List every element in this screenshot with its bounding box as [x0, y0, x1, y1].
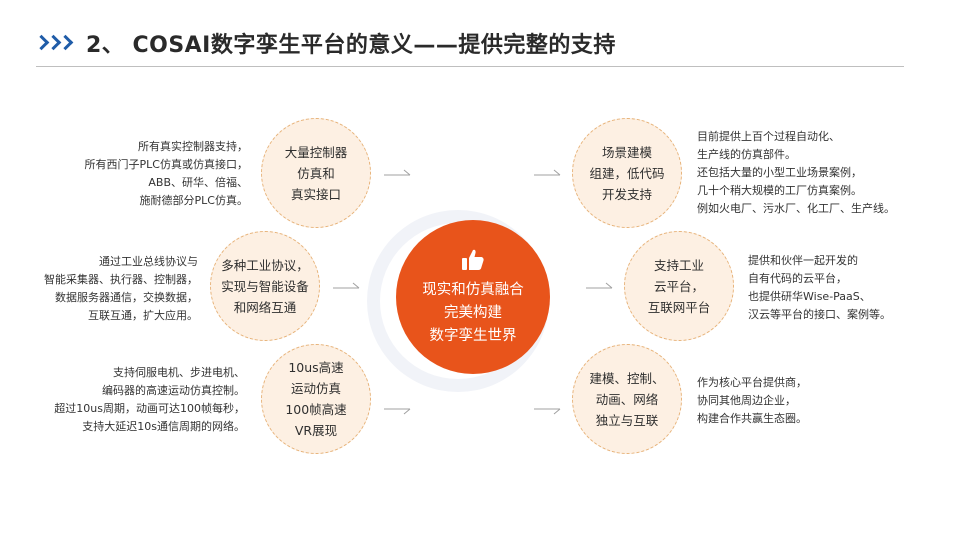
node-scene-modeling: 场景建模 组建，低代码 开发支持: [572, 118, 682, 228]
center-line-2: 完美构建: [444, 304, 502, 321]
slide-title: 2、 COSAI数字孪生平台的意义——提供完整的支持: [86, 33, 616, 58]
left-description-3: 支持伺服电机、步进电机、 编码器的高速运动仿真控制。 超过10us周期，动画可达…: [54, 366, 245, 433]
center-line-3: 数字孪生世界: [429, 327, 517, 344]
slide-header: 2、 COSAI数字孪生平台的意义——提供完整的支持: [36, 26, 616, 60]
left-description-1: 所有真实控制器支持， 所有西门子PLC仿真或仿真接口， ABB、研华、倍福、 施…: [84, 140, 248, 207]
right-description-3: 作为核心平台提供商， 协同其他周边企业， 构建合作共赢生态圈。: [697, 376, 807, 425]
center-line-1: 现实和仿真融合: [422, 281, 524, 298]
arrow-right-icon: [586, 282, 613, 289]
node-industrial-protocols: 多种工业协议， 实现与智能设备 和网络互通: [210, 231, 320, 341]
right-description-1: 目前提供上百个过程自动化、 生产线的仿真部件。 还包括大量的小型工业场景案例， …: [697, 130, 895, 215]
arrow-right-icon: [384, 408, 411, 415]
node-label: 支持工业 云平台， 互联网平台: [647, 257, 711, 315]
node-high-speed-motion: 10us高速 运动仿真 100帧高速 VR展现: [261, 344, 371, 454]
arrow-right-icon: [333, 282, 360, 289]
arrow-right-icon: [534, 169, 561, 176]
thumbs-up-icon: [462, 249, 484, 270]
node-controller-simulation: 大量控制器 仿真和 真实接口: [261, 118, 371, 228]
node-label: 10us高速 运动仿真 100帧高速 VR展现: [285, 360, 347, 438]
left-description-2: 通过工业总线协议与 智能采集器、执行器、控制器， 数据服务器通信，交换数据， 互…: [44, 255, 198, 322]
arrow-right-icon: [384, 169, 411, 176]
center-hub: 现实和仿真融合 完美构建 数字孪生世界: [396, 220, 550, 374]
node-cloud-platform: 支持工业 云平台， 互联网平台: [624, 231, 734, 341]
chevron-right-icon: [36, 36, 72, 50]
arrow-right-icon: [534, 408, 561, 415]
node-label: 场景建模 组建，低代码 开发支持: [589, 144, 665, 202]
node-label: 大量控制器 仿真和 真实接口: [284, 144, 348, 202]
node-label: 建模、控制、 动画、网络 独立与互联: [589, 370, 665, 428]
header-divider: [36, 66, 904, 67]
right-description-2: 提供和伙伴一起开发的 自有代码的云平台， 也提供研华Wise-PaaS、 汉云等…: [748, 254, 891, 321]
node-label: 多种工业协议， 实现与智能设备 和网络互通: [221, 257, 309, 315]
node-independent-interconnect: 建模、控制、 动画、网络 独立与互联: [572, 344, 682, 454]
